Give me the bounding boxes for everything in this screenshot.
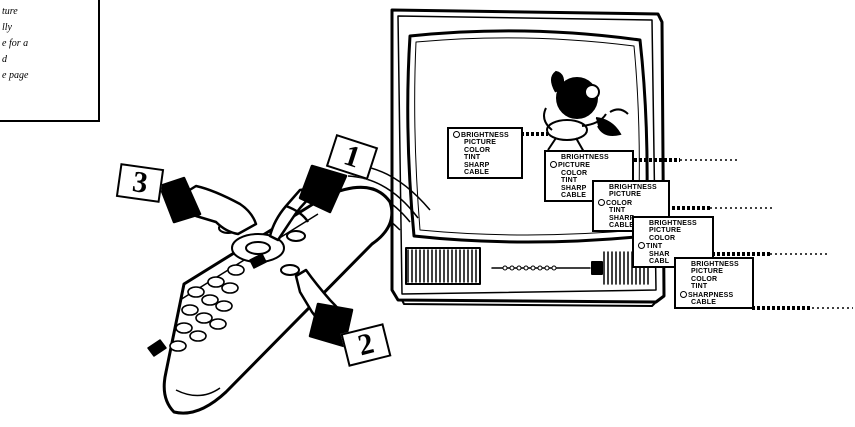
hand-3-icon [158, 176, 258, 236]
menu-item: TINT [609, 207, 626, 215]
menu-item: PICTURE [609, 191, 642, 199]
caption-line: e for a [2, 38, 29, 49]
menu-item: BRIGHTNESS [691, 261, 739, 268]
menu-item: CABLE [609, 222, 635, 230]
menu-item: COLOR [598, 199, 665, 207]
menu-item: TINT [691, 283, 708, 291]
menu-item: SHARPNESS [680, 291, 749, 299]
menu-item: CABLE [561, 192, 587, 200]
menu-item: PICTURE [464, 139, 497, 147]
menu-item: SHARP [609, 214, 635, 222]
leader-lines [521, 132, 853, 310]
menu-item: TINT [561, 177, 578, 185]
step-card-3: 3 [115, 163, 165, 203]
remote-control-icon [147, 185, 394, 415]
menu-item: PICTURE [550, 161, 629, 169]
menu-item: COLOR [464, 146, 491, 154]
osd-menu-1: BRIGHTNESS PICTURE COLOR TINT SHARP CABL… [447, 127, 523, 180]
menu-item: COLOR [649, 234, 676, 242]
caption-box: ture lly e for a d e page [0, 0, 100, 122]
menu-item: COLOR [691, 275, 718, 283]
menu-item: BRIGHTNESS [649, 220, 697, 227]
menu-item: PICTURE [691, 268, 724, 276]
caption-line: ture [2, 6, 18, 17]
caption-line: d [2, 54, 7, 65]
menu-item: CABLE [464, 169, 490, 177]
menu-item: BRIGHTNESS [609, 184, 657, 191]
osd-menu-5: BRIGHTNESS PICTURE COLOR TINT SHARPNESS … [674, 257, 754, 310]
menu-item: SHARP [464, 161, 490, 169]
menu-item: TINT [464, 154, 481, 162]
menu-item: CABLE [691, 299, 717, 307]
caption-line: e page [2, 70, 29, 81]
hand-1-icon [268, 164, 348, 242]
menu-item: PICTURE [649, 227, 682, 235]
menu-item: BRIGHTNESS [453, 131, 518, 139]
menu-item: SHARP [561, 184, 587, 192]
menu-item: COLOR [561, 169, 588, 177]
menu-item: CABL [649, 258, 670, 266]
menu-item: BRIGHTNESS [561, 154, 609, 161]
caption-line: lly [2, 22, 12, 33]
cartoon-figure-icon [543, 70, 629, 153]
menu-item: SHAR [649, 250, 670, 258]
menu-item: TINT [638, 242, 709, 250]
